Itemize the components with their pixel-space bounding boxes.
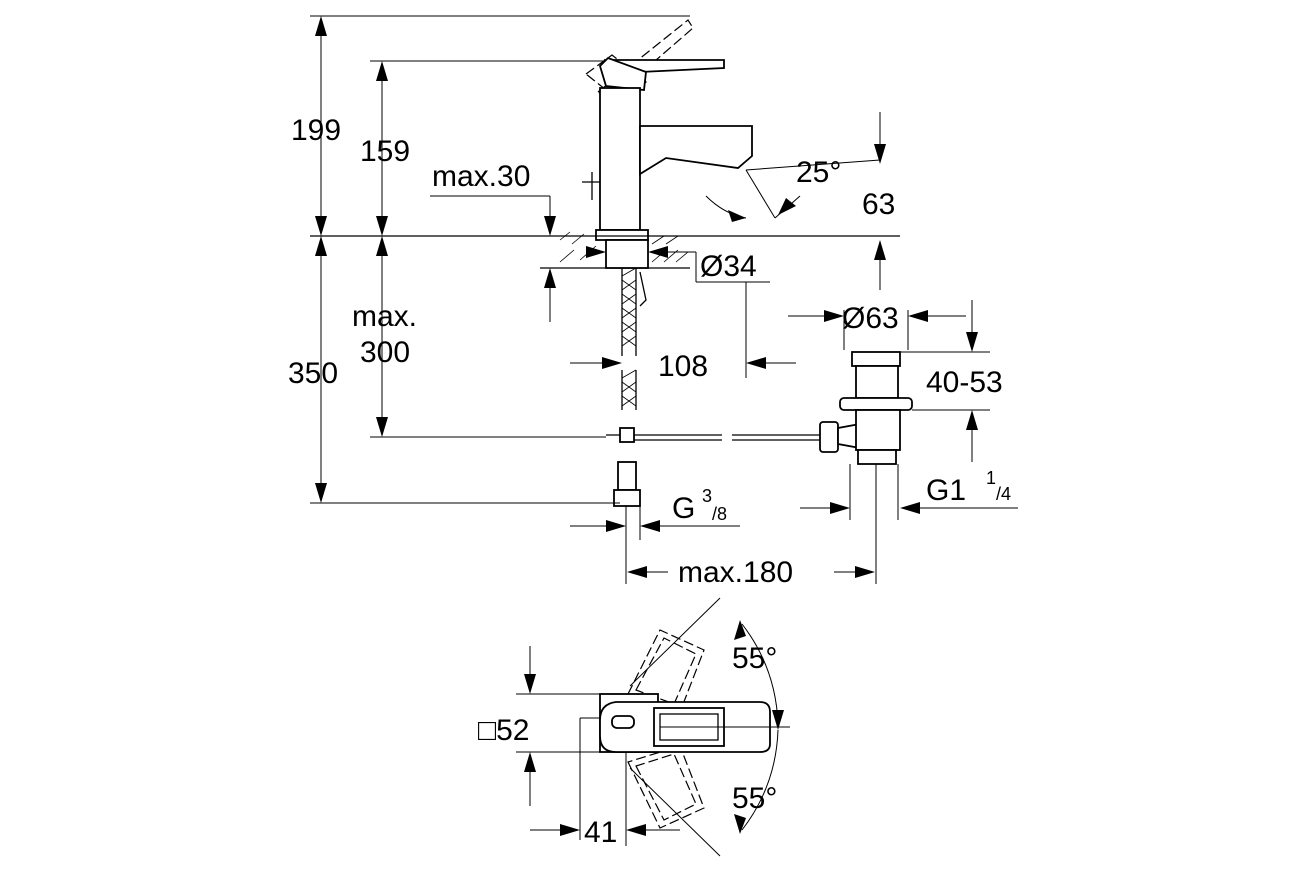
label-300: 300 bbox=[360, 336, 410, 369]
label-108: 108 bbox=[658, 350, 708, 383]
label-41: 41 bbox=[584, 816, 617, 849]
label-g1: G1 bbox=[926, 474, 966, 507]
label-max-180: max.180 bbox=[678, 556, 793, 589]
label-square-52: □52 bbox=[478, 714, 530, 747]
label-g-superscript: 3 bbox=[702, 486, 712, 506]
label-g-subscript: /8 bbox=[712, 504, 727, 524]
pop-up-waste bbox=[732, 351, 913, 584]
faucet-top-view bbox=[579, 597, 790, 857]
label-g: G bbox=[672, 492, 695, 525]
dimension-lines bbox=[310, 16, 1018, 584]
label-angle-55-bottom: 55° bbox=[732, 782, 777, 815]
label-max: max. bbox=[352, 300, 417, 333]
flexible-hose bbox=[605, 239, 722, 540]
label-159: 159 bbox=[360, 135, 410, 168]
label-40-53: 40-53 bbox=[926, 366, 1003, 399]
label-angle-55-top: 55° bbox=[732, 642, 777, 675]
label-63: 63 bbox=[862, 188, 895, 221]
label-max-30: max.30 bbox=[432, 160, 530, 193]
label-199: 199 bbox=[291, 114, 341, 147]
label-dia-63: Ø63 bbox=[842, 302, 899, 335]
dimension-labels: 199 159 max.30 25° 63 Ø34 max. 300 350 1… bbox=[288, 114, 1011, 849]
label-350: 350 bbox=[288, 357, 338, 390]
label-g1-subscript: /4 bbox=[996, 484, 1011, 504]
label-dia-34: Ø34 bbox=[700, 250, 757, 283]
label-g1-superscript: 1 bbox=[986, 468, 996, 488]
label-angle-25: 25° bbox=[796, 156, 841, 189]
top-view-dimensions bbox=[516, 646, 680, 846]
faucet-side-view bbox=[310, 15, 753, 241]
